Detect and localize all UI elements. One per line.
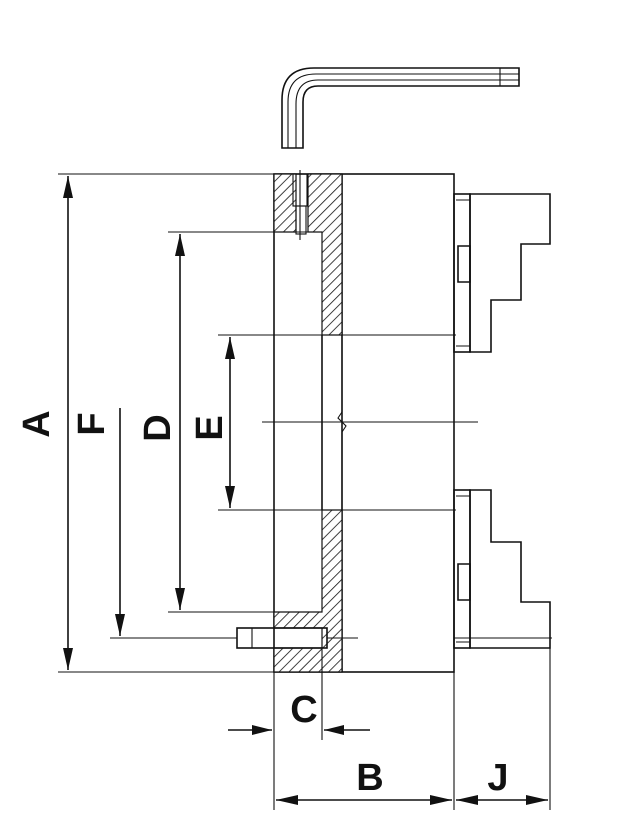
hex-key-icon — [281, 67, 520, 149]
label-b: B — [356, 757, 383, 799]
label-f: F — [71, 412, 113, 435]
label-c: C — [290, 689, 317, 731]
dimension-c — [228, 725, 370, 735]
hatched-section — [273, 170, 343, 673]
chuck-body — [273, 173, 455, 673]
dimension-e — [225, 337, 235, 508]
label-a: A — [16, 410, 58, 437]
label-d: D — [137, 414, 179, 441]
lower-jaw — [453, 489, 551, 649]
label-j: J — [487, 757, 508, 799]
dimension-b — [276, 795, 452, 805]
dimension-a — [63, 176, 73, 670]
extension-lines — [58, 173, 552, 810]
upper-jaw — [453, 193, 551, 353]
dimension-f — [115, 408, 125, 636]
dimension-j — [456, 795, 548, 805]
dimension-d — [175, 234, 185, 610]
label-e: E — [189, 415, 231, 440]
